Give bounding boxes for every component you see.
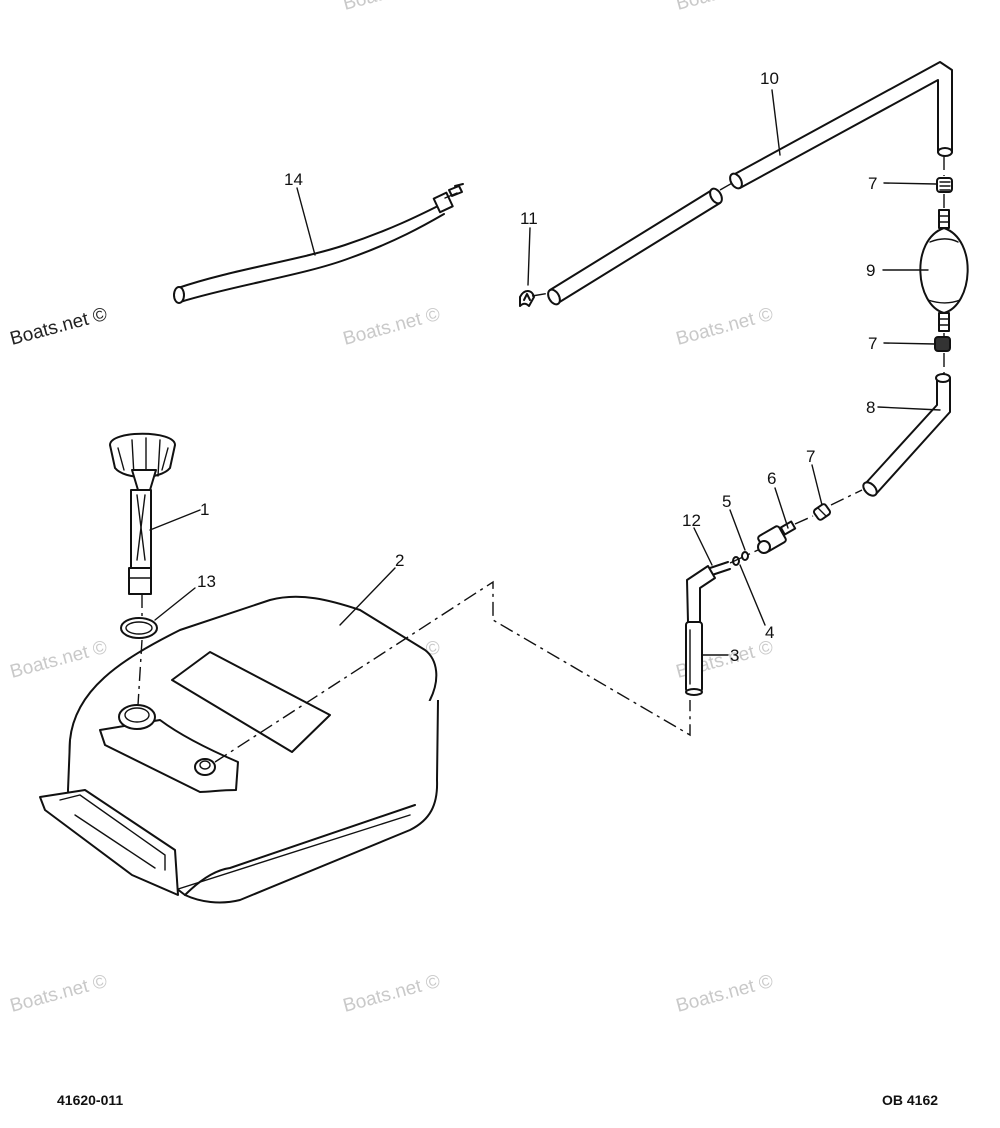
callout-8: 8 (866, 398, 875, 417)
watermark: Boats.net © (341, 971, 443, 1017)
part-1-gauge (109, 432, 176, 595)
part-5-seal (741, 551, 749, 561)
callout-2: 2 (395, 551, 404, 570)
part-6-fitting (757, 520, 797, 554)
callout-4: 4 (765, 623, 774, 642)
callout-10: 10 (760, 69, 779, 88)
watermark: Boats.net © (674, 971, 776, 1017)
watermark: Boats.net © (8, 304, 110, 350)
figure-code: OB 4162 (882, 1092, 938, 1108)
watermark: Boats.net © (341, 304, 443, 350)
part-7-connector-middle (934, 336, 951, 352)
callout-14: 14 (284, 170, 303, 189)
callout-7-top: 7 (868, 174, 877, 193)
watermark: Boats.net © (8, 637, 110, 683)
callout-5: 5 (722, 492, 731, 511)
callout-3: 3 (730, 646, 739, 665)
assembly-line (137, 156, 945, 763)
callouts: 1 2 3 4 5 6 7 8 7 9 7 10 11 12 13 14 (197, 69, 877, 665)
callout-12: 12 (682, 511, 701, 530)
watermark: Boats.net © (674, 0, 776, 15)
callout-13: 13 (197, 572, 216, 591)
footer: 41620-011 OB 4162 (57, 1092, 938, 1108)
callout-7-lower: 7 (806, 447, 815, 466)
watermark: Boats.net © (8, 971, 110, 1017)
part-9-primer-bulb (919, 209, 969, 332)
part-10-hose (547, 61, 953, 306)
callout-6: 6 (767, 469, 776, 488)
part-2-fuel-tank (39, 595, 439, 904)
callout-7-middle: 7 (868, 334, 877, 353)
part-12-fitting (709, 561, 731, 576)
part-7-connector-top (936, 177, 953, 193)
part-3-pickup (685, 565, 716, 696)
callout-9: 9 (866, 261, 875, 280)
leader-lines (149, 89, 941, 656)
part-14-hose (173, 183, 464, 304)
part-7-connector-lower (813, 503, 831, 521)
watermark: Boats.net © (341, 0, 443, 15)
drawing-number: 41620-011 (57, 1092, 123, 1108)
part-13-gasket (120, 617, 158, 639)
watermark: Boats.net © (674, 304, 776, 350)
callout-1: 1 (200, 500, 209, 519)
part-11-clamp (519, 290, 535, 307)
callout-11: 11 (520, 209, 538, 228)
part-8-hose (862, 373, 951, 497)
